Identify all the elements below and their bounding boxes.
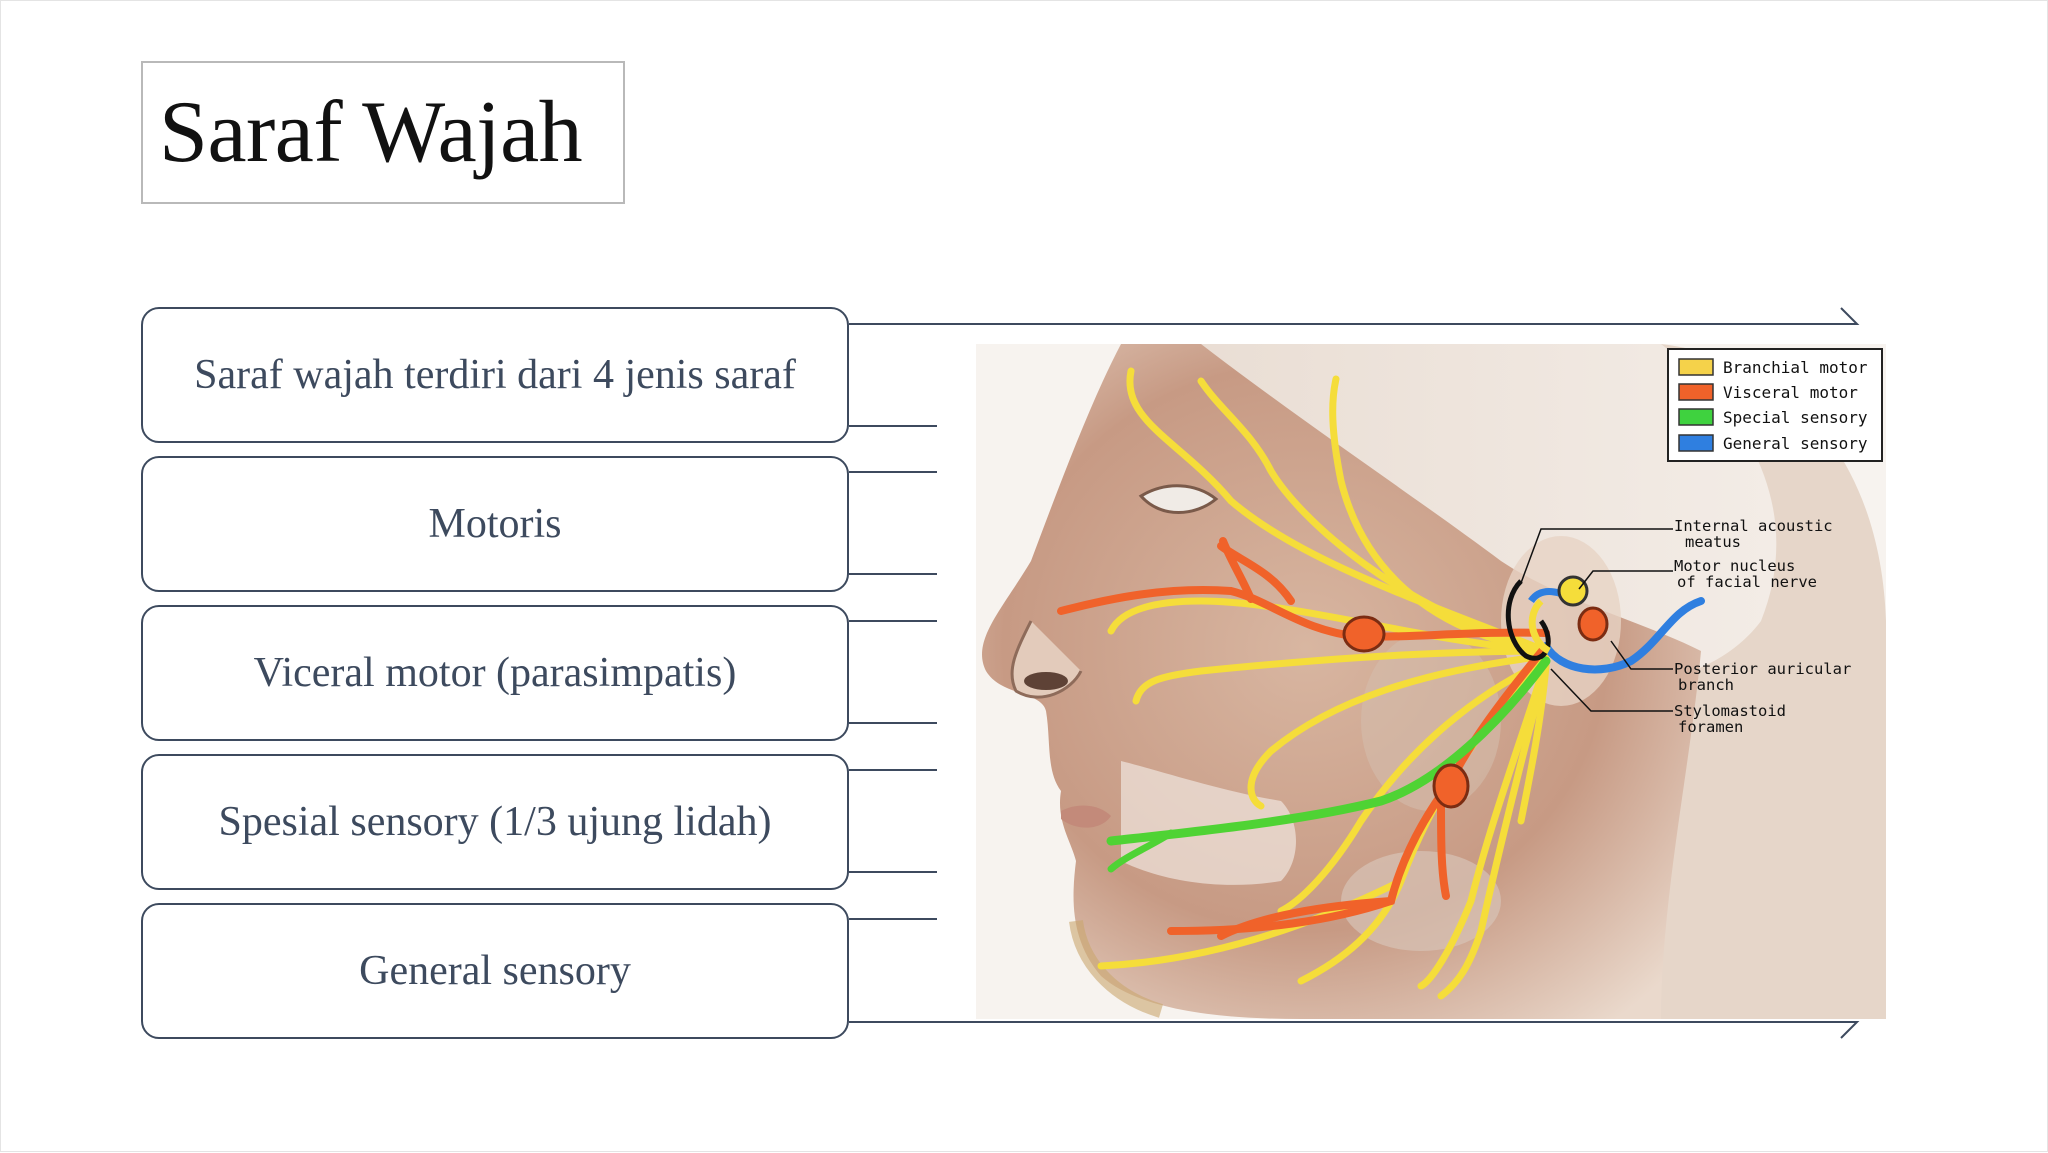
- callout-posterior-auricular-2: branch: [1678, 676, 1734, 694]
- legend-label-visceral: Visceral motor: [1723, 383, 1858, 402]
- submandibular-ganglion: [1432, 763, 1470, 809]
- list-item-intro: Saraf wajah terdiri dari 4 jenis saraf: [141, 307, 849, 443]
- list-item-motoris: Motoris: [141, 456, 849, 592]
- legend-swatch-general: [1678, 434, 1714, 452]
- callout-motor-nucleus-1: Motor nucleus: [1674, 557, 1795, 575]
- head-anatomy: [976, 344, 1886, 1019]
- list-item-general-sensory: General sensory: [141, 903, 849, 1039]
- legend-swatch-visceral: [1678, 383, 1714, 401]
- visceral-motor-nerves: [1057, 537, 1550, 940]
- list-item-label: Spesial sensory (1/3 ujung lidah): [218, 799, 772, 845]
- legend-label-special: Special sensory: [1723, 408, 1868, 427]
- list-item-label: Saraf wajah terdiri dari 4 jenis saraf: [194, 352, 796, 398]
- callout-stylomastoid-2: foramen: [1678, 718, 1743, 736]
- list-item-label: General sensory: [359, 948, 631, 994]
- callout-internal-acoustic-2: meatus: [1685, 533, 1741, 551]
- general-sensory-nerve: [1542, 597, 1705, 674]
- callouts: Internal acoustic meatus Motor nucleus o…: [1520, 517, 1851, 736]
- list-item-spesial-sensory: Spesial sensory (1/3 ujung lidah): [141, 754, 849, 890]
- special-sensory-nerve: [1106, 656, 1551, 846]
- callout-motor-nucleus-2: of facial nerve: [1677, 573, 1817, 591]
- geniculate-ganglion: [1342, 615, 1386, 653]
- legend-label-general: General sensory: [1723, 434, 1868, 453]
- list-item-label: Viceral motor (parasimpatis): [253, 650, 737, 696]
- slide-title: Saraf Wajah: [159, 84, 583, 181]
- callout-stylomastoid-1: Stylomastoid: [1674, 702, 1786, 720]
- list-item-viceral-motor: Viceral motor (parasimpatis): [141, 605, 849, 741]
- title-box: Saraf Wajah: [141, 61, 625, 204]
- legend-swatch-branchial: [1678, 358, 1714, 376]
- callout-posterior-auricular-1: Posterior auricular: [1674, 660, 1851, 678]
- legend-swatch-special: [1678, 408, 1714, 426]
- legend: Branchial motor Visceral motor Special s…: [1667, 348, 1883, 462]
- callout-internal-acoustic-1: Internal acoustic: [1674, 517, 1833, 535]
- list-item-label: Motoris: [428, 501, 562, 547]
- legend-label-branchial: Branchial motor: [1723, 358, 1868, 377]
